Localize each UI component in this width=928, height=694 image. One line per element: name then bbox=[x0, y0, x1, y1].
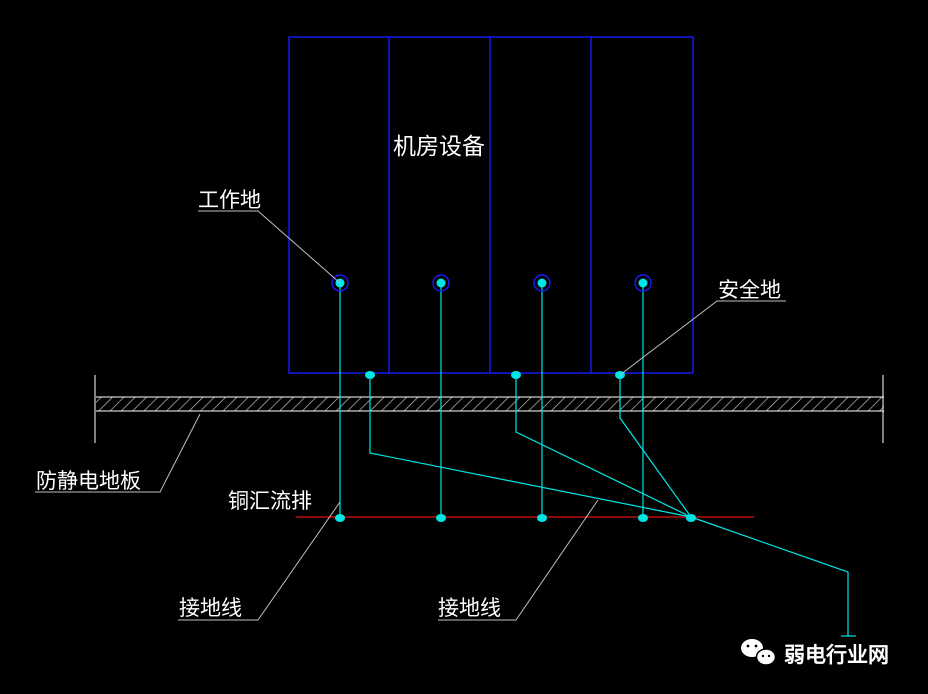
terminal-ring bbox=[634, 274, 652, 292]
equipment-cabinet bbox=[288, 36, 694, 374]
watermark: 弱电行业网 bbox=[741, 639, 889, 667]
safety-ground-label: 安全地 bbox=[718, 278, 781, 302]
busbar-nodes bbox=[335, 514, 696, 522]
safety-ground-wire bbox=[369, 375, 692, 518]
copper-busbar-label: 铜汇流排 bbox=[228, 489, 312, 513]
busbar-node bbox=[638, 514, 648, 522]
equipment-label: 机房设备 bbox=[393, 134, 485, 160]
working-ground-wires bbox=[339, 283, 644, 518]
main-ground-wire bbox=[690, 516, 849, 636]
terminal-dot bbox=[537, 278, 547, 288]
antistatic-floor bbox=[94, 375, 884, 443]
safety-ground-terminals bbox=[365, 371, 625, 379]
antistatic-floor-label: 防静电地板 bbox=[36, 469, 141, 493]
watermark-text: 弱电行业网 bbox=[784, 643, 889, 667]
leader-lines bbox=[35, 210, 786, 621]
terminal-dot bbox=[436, 278, 446, 288]
working-ground-leader bbox=[198, 210, 341, 284]
terminal-ring bbox=[331, 274, 349, 292]
working-ground-terminals bbox=[331, 274, 652, 292]
ground-wire-label: 接地线 bbox=[179, 596, 242, 620]
busbar-node bbox=[436, 514, 446, 522]
wechat-icon bbox=[741, 639, 777, 666]
terminal-dot bbox=[638, 278, 648, 288]
terminal-ring bbox=[432, 274, 450, 292]
ground-wire-leader bbox=[438, 499, 599, 621]
terminal-ring bbox=[533, 274, 551, 292]
antistatic-floor-leader bbox=[35, 413, 201, 493]
ground-wire-leader bbox=[178, 501, 341, 621]
cabinet-outline bbox=[288, 36, 694, 374]
safety-ground-leader bbox=[619, 300, 786, 376]
floor-hatch bbox=[96, 397, 884, 411]
safety-ground-wires bbox=[369, 375, 856, 637]
safety-ground-wire bbox=[619, 375, 692, 518]
ground-wire-label: 接地线 bbox=[438, 596, 501, 620]
busbar-node bbox=[537, 514, 547, 522]
working-ground-label: 工作地 bbox=[198, 188, 261, 212]
safety-terminal bbox=[365, 371, 375, 379]
safety-ground-wire bbox=[515, 375, 692, 518]
safety-terminal bbox=[511, 371, 521, 379]
busbar-node bbox=[335, 514, 345, 522]
busbar-node bbox=[686, 514, 696, 522]
